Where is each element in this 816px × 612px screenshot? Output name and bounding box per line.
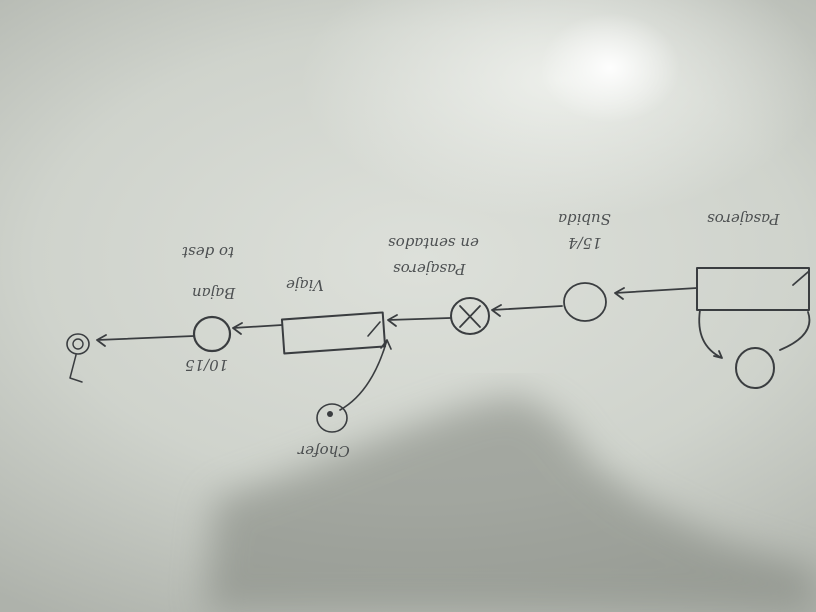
loop-node-circle — [735, 347, 775, 389]
loop-arrow-right — [779, 311, 811, 351]
label-tiempo: 10/15 — [185, 356, 229, 374]
sink-node-inner — [72, 338, 84, 350]
arrow-pasajeros-to-viaje — [387, 314, 451, 327]
arrow-bajan-to-sink — [96, 334, 195, 347]
sink-node-stand — [69, 354, 83, 383]
label-pasajeros-top: Pasajeros — [707, 210, 780, 228]
bajan-node-circle — [192, 315, 232, 353]
loop-arrow-left — [698, 309, 723, 359]
arrow-viaje-to-bajan — [232, 322, 283, 335]
arrow-subida-to-pasajeros — [491, 304, 563, 317]
label-ratio: 15/4 — [568, 234, 602, 252]
viaje-box-slash — [367, 321, 381, 337]
label-pasajeros-mid: Pasajeros — [393, 260, 466, 278]
pasajeros-node-x — [459, 305, 481, 328]
label-chofer: Chofer — [298, 442, 350, 460]
label-subida: Subida — [558, 210, 611, 228]
chofer-node-circle — [316, 403, 348, 433]
label-adicional: to dest — [182, 243, 235, 261]
viaje-box — [280, 311, 387, 355]
queue-box — [696, 267, 810, 311]
arrow-box-to-subida — [614, 287, 698, 300]
subida-node-circle — [563, 282, 607, 322]
arrow-chofer-to-viaje — [339, 339, 392, 411]
queue-box-slash — [792, 271, 809, 286]
pasajeros-node-circle — [450, 297, 490, 335]
label-viaje: Viaje — [286, 276, 324, 294]
label-bajan: Bajan — [192, 284, 236, 302]
sink-node-circle — [66, 333, 90, 355]
label-sentados: en sentados — [388, 234, 479, 252]
chofer-node-dot — [327, 411, 333, 417]
